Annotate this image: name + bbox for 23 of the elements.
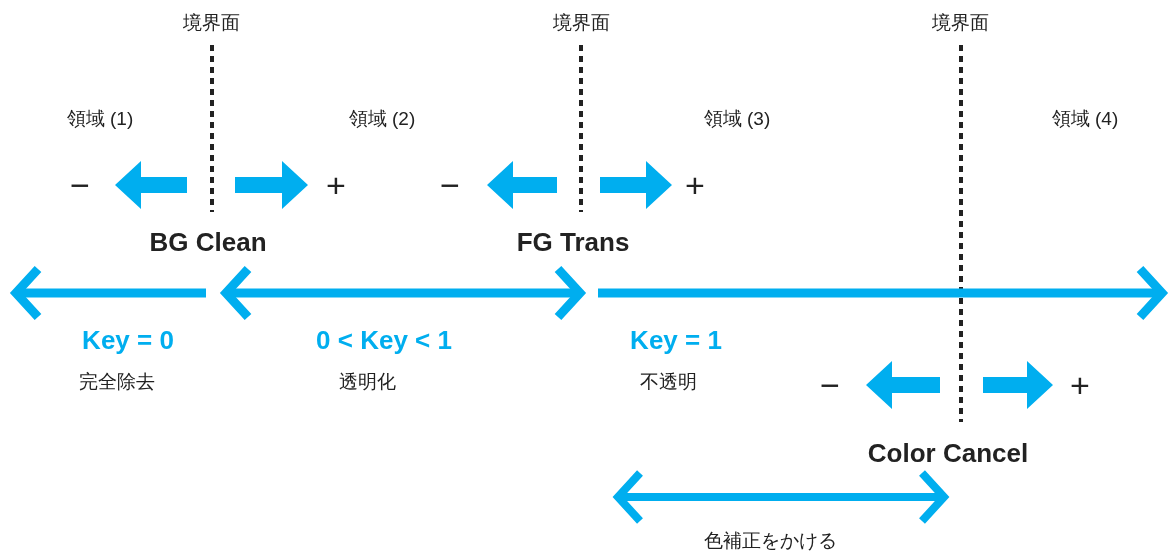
plus-sign: + xyxy=(326,168,346,202)
plus-sign: + xyxy=(685,168,705,202)
boundary-label: 境界面 xyxy=(931,12,989,32)
region-label: 領域 (1) xyxy=(66,108,134,128)
minus-sign: − xyxy=(820,368,840,402)
region-label: 領域 (4) xyxy=(1051,108,1119,128)
boundary-label: 境界面 xyxy=(182,12,240,32)
key-value-label: 0 < Key < 1 xyxy=(316,327,452,353)
effect-label: 透明化 xyxy=(338,371,396,391)
region-label: 領域 (2) xyxy=(348,108,416,128)
plus-sign: + xyxy=(1070,368,1090,402)
effect-label: 完全除去 xyxy=(79,371,155,391)
control-label: FG Trans xyxy=(516,229,630,255)
control-label: BG Clean xyxy=(149,229,267,255)
control-label: Color Cancel xyxy=(867,440,1029,466)
effect-label: 不透明 xyxy=(639,371,697,391)
boundary-label: 境界面 xyxy=(552,12,610,32)
region-label: 領域 (3) xyxy=(703,108,771,128)
key-value-label: Key = 1 xyxy=(630,327,722,353)
minus-sign: − xyxy=(440,168,460,202)
minus-sign: − xyxy=(70,168,90,202)
range-label: 色補正をかける xyxy=(703,530,837,550)
key-value-label: Key = 0 xyxy=(82,327,174,353)
